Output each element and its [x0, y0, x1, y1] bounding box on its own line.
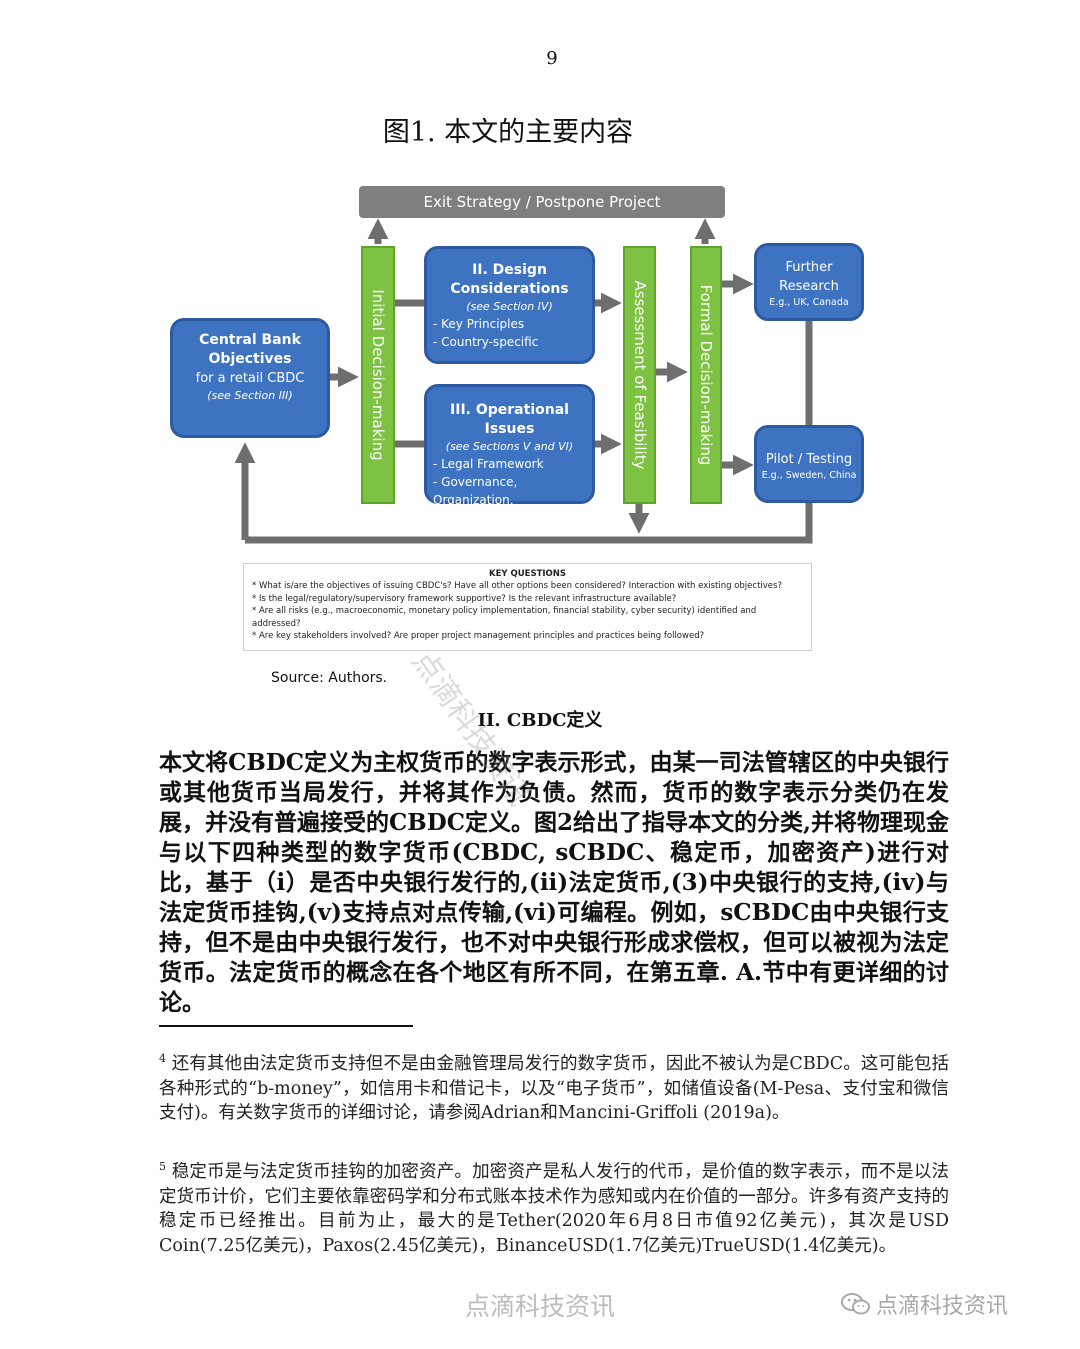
- footnote-4: 4 还有其他由法定货币支持但不是由金融管理局发行的数字货币，因此不被认为是CBD…: [159, 1052, 949, 1126]
- design-title2: Considerations: [450, 281, 569, 297]
- footnote-5-mark: 5: [159, 1160, 166, 1174]
- key-question-4: * Are key stakeholders involved? Are pro…: [252, 631, 705, 641]
- cbdc-process-diagram: Exit Strategy / Postpone Project Central…: [0, 0, 1080, 560]
- section-heading: II. CBDC定义: [477, 710, 603, 731]
- footnote-5: 5 稳定币是与法定货币挂钩的加密资产。加密资产是私人发行的代币，是价值的数字表示…: [159, 1160, 949, 1258]
- design-item2: - Country-specific: [433, 335, 539, 349]
- research-eg: E.g., UK, Canada: [769, 297, 849, 308]
- ops-item1: - Legal Framework: [433, 457, 544, 471]
- initial-decision-label: Initial Decision-making: [369, 289, 387, 461]
- figure-source: Source: Authors.: [271, 670, 388, 686]
- pilot-testing-box: Pilot / Testing E.g., Sweden, China: [754, 425, 864, 503]
- objectives-line2: Objectives: [208, 351, 292, 367]
- page-number: 9: [546, 48, 558, 69]
- objectives-ref: (see Section III): [207, 389, 293, 402]
- bottom-watermark: 点滴科技资讯: [464, 1292, 615, 1321]
- body-paragraph: 本文将CBDC定义为主权货币的数字表示形式，由某一司法管辖区的中央银行或其他货币…: [159, 749, 950, 1016]
- design-considerations-box: II. Design Considerations (see Section I…: [424, 246, 595, 364]
- further-research-box: Further Research E.g., UK, Canada: [754, 243, 864, 321]
- footnote-4-mark: 4: [159, 1052, 166, 1066]
- feasibility-bar: Assessment of Feasibility: [623, 246, 656, 504]
- operational-issues-box: III. Operational Issues (see Sections V …: [424, 384, 595, 525]
- diagram-arrows: [234, 218, 813, 544]
- design-item1: - Key Principles: [433, 317, 525, 331]
- ops-title: III. Operational Issues: [450, 402, 569, 437]
- pilot-line1: Pilot / Testing: [765, 452, 853, 467]
- key-question-1: * What is/are the objectives of issuing …: [252, 581, 782, 591]
- formal-decision-label: Formal Decision-making: [697, 284, 715, 466]
- key-question-2: * Is the legal/regulatory/supervisory fr…: [252, 593, 677, 604]
- connector-feedback-loop: [245, 503, 813, 544]
- key-question-3: * Are all risks (e.g., macroeconomic, mo…: [252, 606, 757, 629]
- key-questions-title: KEY QUESTIONS: [489, 569, 566, 579]
- objectives-line3: for a retail CBDC: [195, 371, 305, 386]
- wechat-icon: [840, 1292, 872, 1316]
- footnote-divider: [159, 1025, 413, 1027]
- design-title1: II. Design: [472, 262, 547, 278]
- ops-item3: Risk: [433, 511, 458, 525]
- exit-strategy-bar: Exit Strategy / Postpone Project: [359, 186, 725, 218]
- footnote-4-text: 还有其他由法定货币支持但不是由金融管理局发行的数字货币，因此不被认为是CBDC。…: [159, 1054, 949, 1123]
- objectives-line1: Central Bank: [199, 332, 301, 348]
- central-bank-objectives-box: Central Bank Objectives for a retail CBD…: [170, 318, 330, 438]
- initial-decision-bar: Initial Decision-making: [361, 246, 395, 504]
- formal-decision-bar: Formal Decision-making: [690, 246, 722, 504]
- feasibility-label: Assessment of Feasibility: [630, 280, 649, 470]
- research-line2: Research: [779, 279, 839, 294]
- design-ref: (see Section IV): [466, 300, 553, 313]
- ops-ref: (see Sections V and VI): [445, 440, 574, 453]
- footnote-5-text: 稳定币是与法定货币挂钩的加密资产。加密资产是私人发行的代币，是价值的数字表示，而…: [159, 1162, 949, 1256]
- pilot-eg: E.g., Sweden, China: [761, 470, 857, 481]
- ops-item2: - Governance, Organization,: [433, 475, 518, 507]
- research-line1: Further: [785, 260, 833, 275]
- key-questions-box: KEY QUESTIONS * What is/are the objectiv…: [243, 563, 812, 651]
- wechat-watermark: 点滴科技资讯: [840, 1288, 1008, 1320]
- figure-title: 图1. 本文的主要内容: [382, 117, 634, 148]
- wechat-watermark-text: 点滴科技资讯: [876, 1294, 1009, 1319]
